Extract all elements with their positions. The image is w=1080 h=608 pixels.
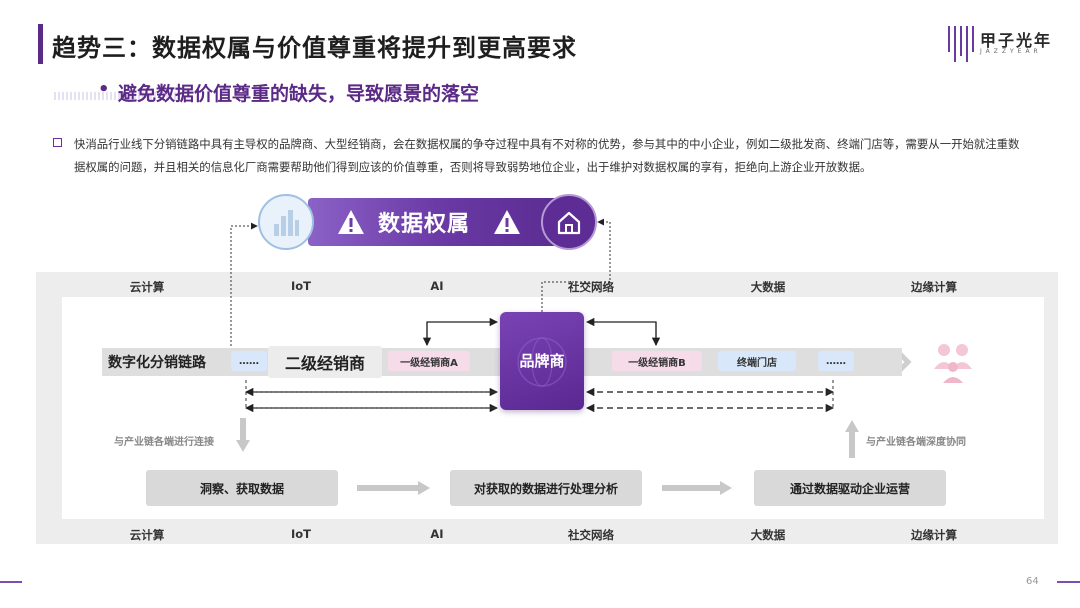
page-title: 趋势三：数据权属与价值尊重将提升到更高要求: [52, 34, 577, 62]
title-accent-bar: [38, 24, 43, 64]
chain-node-ellipsis-left: ……: [231, 351, 267, 371]
tech-label-bottom: AI: [430, 527, 444, 541]
subtitle: 避免数据价值尊重的缺失，导致愿景的落空: [118, 83, 480, 105]
chain-node-secondary-distributor: 二级经销商: [268, 346, 382, 378]
globe-icon: [517, 337, 567, 387]
chain-node-terminal-store: 终端门店: [718, 351, 796, 371]
house-icon-circle: [541, 194, 597, 250]
brand-owner-box: [500, 312, 584, 410]
subtitle-decoration: [54, 92, 184, 100]
tech-label-bottom: IoT: [290, 527, 312, 541]
footer-line-right: [1057, 581, 1080, 583]
brand-subtitle: JAZZYEAR: [980, 48, 1042, 55]
process-step-1: 洞察、获取数据: [146, 470, 338, 506]
building-chart-icon-circle: [258, 194, 314, 250]
process-step-2: 对获取的数据进行处理分析: [450, 470, 642, 506]
building-chart-icon: [274, 210, 299, 236]
banner-title: 数据权属: [378, 212, 471, 237]
chain-node-ellipsis-right: ……: [818, 351, 854, 371]
description-paragraph: 快消品行业线下分销链路中具有主导权的品牌商、大型经销商，会在数据权属的争夺过程中…: [74, 137, 1020, 174]
tech-label-top: 大数据: [750, 280, 786, 294]
tech-label-bottom: 社交网络: [568, 528, 614, 542]
tech-label-top: 云计算: [129, 280, 165, 294]
chain-label: 数字化分销链路: [108, 355, 206, 371]
process-step-3: 通过数据驱动企业运营: [754, 470, 946, 506]
tech-label-bottom: 边缘计算: [911, 528, 957, 542]
subtitle-bullet: •: [98, 79, 110, 100]
brand-name: 甲子光年: [980, 31, 1053, 50]
chain-node-distributor-a: 一级经销商A: [388, 351, 470, 371]
consumers-icon: [934, 344, 972, 383]
paragraph-marker: [53, 138, 62, 147]
warning-icon: [338, 210, 364, 234]
footer-line-left: [0, 581, 22, 583]
side-note-collaborate: 与产业链各端深度协同: [866, 437, 966, 448]
tech-label-bottom: 云计算: [129, 528, 165, 542]
warning-icon: [494, 210, 520, 234]
brand-logo-icon: [948, 26, 974, 62]
brand-owner-label: 品牌商: [519, 352, 565, 370]
tech-label-top: AI: [430, 279, 444, 293]
house-icon: [557, 211, 581, 235]
tech-label-top: 社交网络: [568, 280, 614, 294]
tech-label-top: IoT: [290, 279, 312, 293]
tech-label-bottom: 大数据: [750, 528, 786, 542]
chain-node-distributor-b: 一级经销商B: [612, 351, 702, 371]
side-note-connect: 与产业链各端进行连接: [114, 437, 214, 448]
page-number: 64: [1026, 576, 1039, 587]
tech-label-top: 边缘计算: [911, 280, 957, 294]
